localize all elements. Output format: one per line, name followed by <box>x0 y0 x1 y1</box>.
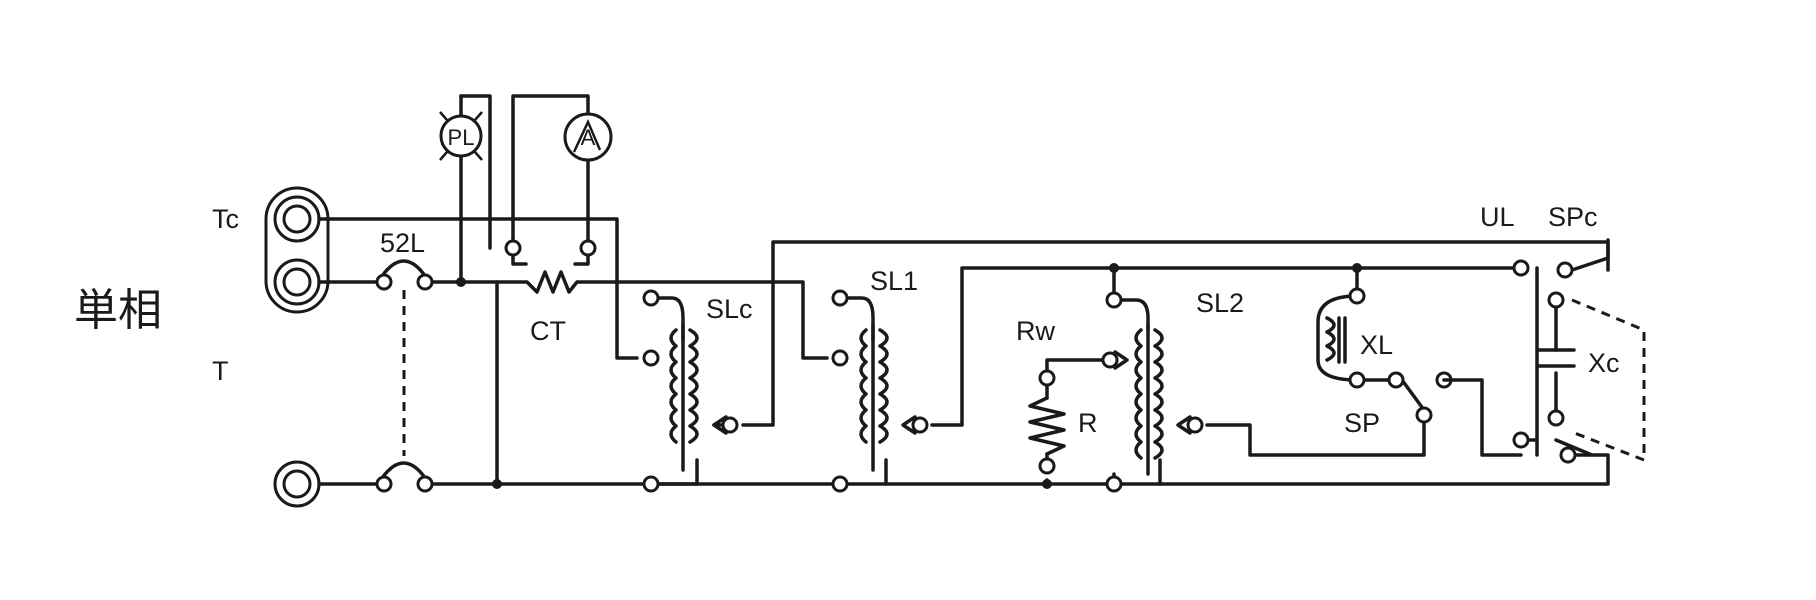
spc-label: SPc <box>1548 202 1598 232</box>
junction-dots <box>456 263 1362 489</box>
slc-label: SLc <box>706 294 753 324</box>
input-terminal-t <box>273 460 321 508</box>
ammeter-a: A <box>563 112 613 162</box>
r-label: R <box>1078 408 1098 438</box>
sl2-coil <box>1113 323 1192 476</box>
capacitor-xc <box>1536 348 1576 368</box>
pilot-lamp-pl: PL <box>439 111 483 161</box>
xl-label: XL <box>1360 330 1393 360</box>
input-terminal-block-tc <box>264 186 330 314</box>
tc-label: Tc <box>212 204 239 234</box>
terminals <box>375 239 1577 493</box>
xl-reactor <box>1325 316 1347 364</box>
wiring <box>317 94 1610 486</box>
pilot-lamp-label: PL <box>448 125 475 150</box>
ul-label: UL <box>1480 202 1515 232</box>
t-label: T <box>212 356 229 386</box>
slc-coil <box>669 323 728 472</box>
ct-label: CT <box>530 316 566 346</box>
sp-label: SP <box>1344 408 1380 438</box>
sl1-coil <box>859 323 917 472</box>
phase-label: 単相 <box>74 285 162 336</box>
breaker-label: 52L <box>380 228 425 258</box>
mechanical-links <box>402 290 1646 463</box>
ammeter-label: A <box>581 125 596 150</box>
sl2-label: SL2 <box>1196 288 1244 318</box>
sl1-label: SL1 <box>870 266 918 296</box>
rw-label: Rw <box>1016 316 1055 346</box>
xc-label: Xc <box>1588 348 1620 378</box>
